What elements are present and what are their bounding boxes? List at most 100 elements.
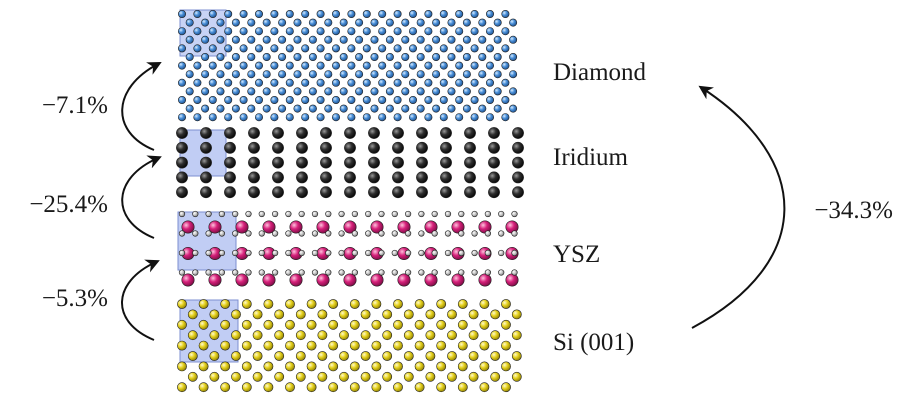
ysz-oxygen-atom [272,249,279,257]
diamond-atom [178,10,187,19]
ysz-oxygen-atom [351,249,359,257]
ysz-oxygen-atom [205,269,212,276]
diamond-atom [193,113,202,122]
si-atom [209,309,220,320]
diamond-atom [331,113,340,122]
diamond-atom [324,104,333,113]
diamond-atom [401,104,410,113]
diamond-atom [185,52,194,61]
iridium-atom [272,171,284,184]
si-atom [295,371,306,382]
diamond-atom [231,18,240,27]
diamond-atom [216,104,225,113]
layer-label-si: Si (001) [553,329,634,356]
diamond-atom [424,27,433,36]
diamond-atom [316,10,325,19]
diamond-atom [501,96,510,105]
diamond-atom [239,61,248,70]
ysz-oxygen-atom [418,269,425,276]
si-atom [220,382,231,393]
iridium-atom [224,186,236,199]
diamond-atom [324,52,333,61]
diamond-atom [478,35,487,44]
diamond-atom [432,87,441,96]
si-atom [349,361,360,372]
diamond-atom [416,18,425,27]
ysz-cation-atom [208,220,222,234]
si-atom [403,330,414,341]
diamond-atom [439,61,448,70]
diamond-atom [447,104,456,113]
diamond-atom [293,104,302,113]
diamond-atom [455,78,464,87]
ysz-cation-atom [181,273,195,287]
si-atom [263,340,274,351]
diamond-atom [509,104,518,113]
diamond-atom [285,61,294,70]
ysz-oxygen-atom [471,210,478,218]
ysz-oxygen-atom [405,249,412,257]
si-atom [274,371,285,382]
si-atom [339,351,349,361]
ysz-oxygen-atom [391,269,398,276]
diamond-atom [224,61,233,70]
diamond-atom [255,96,264,105]
diamond-atom [362,44,371,53]
diamond-atom [270,78,279,87]
si-atom [414,361,425,372]
ysz-oxygen-atom [338,210,345,218]
si-atom [241,299,252,309]
si-atom [371,382,382,393]
si-atom [285,361,295,372]
si-atom [231,371,241,382]
diamond-atom [416,70,425,79]
ysz-cation-atom [235,220,249,234]
si-atom [393,299,403,309]
diamond-atom [193,78,202,87]
ysz-cation-atom [424,273,438,287]
diamond-atom [385,52,394,61]
diamond-atom [493,35,502,44]
ysz-oxygen-atom [338,249,345,257]
ysz-cation-atom [316,220,330,234]
diamond-atom [247,70,256,79]
diamond-atom [362,61,371,70]
ysz-oxygen-atom [205,249,212,257]
si-atom [263,361,274,372]
diamond-atom [308,104,317,113]
si-atom [252,330,263,341]
diamond-atom [424,61,433,70]
iridium-atom [296,156,308,169]
diamond-atom [432,18,441,27]
diamond-atom [501,78,510,87]
ysz-oxygen-atom [444,230,452,237]
diamond-atom [501,44,510,53]
diamond-atom [424,44,433,53]
diamond-atom [331,96,340,105]
si-atom [479,340,490,351]
si-atom [306,319,317,330]
ysz-oxygen-atom [285,230,292,237]
diamond-atom [308,87,317,96]
iridium-atom [368,156,380,169]
diamond-atom [408,78,417,87]
diamond-atom [370,52,379,61]
iridium-atom [344,186,356,199]
si-atom [295,351,306,361]
diamond-atom [324,87,333,96]
ysz-oxygen-atom [351,230,359,237]
si-atom [371,319,382,330]
si-atom [339,371,349,382]
si-atom [220,299,231,309]
diamond-atom [378,96,387,105]
si-atom [220,319,231,330]
diamond-atom [224,27,233,36]
diamond-atom [347,113,356,122]
si-atom [220,340,231,351]
diamond-atom [355,70,364,79]
diamond-atom [509,70,518,79]
diamond-atom [201,70,210,79]
diamond-atom [339,35,348,44]
ysz-oxygen-atom [511,249,518,257]
si-atom [501,361,511,372]
